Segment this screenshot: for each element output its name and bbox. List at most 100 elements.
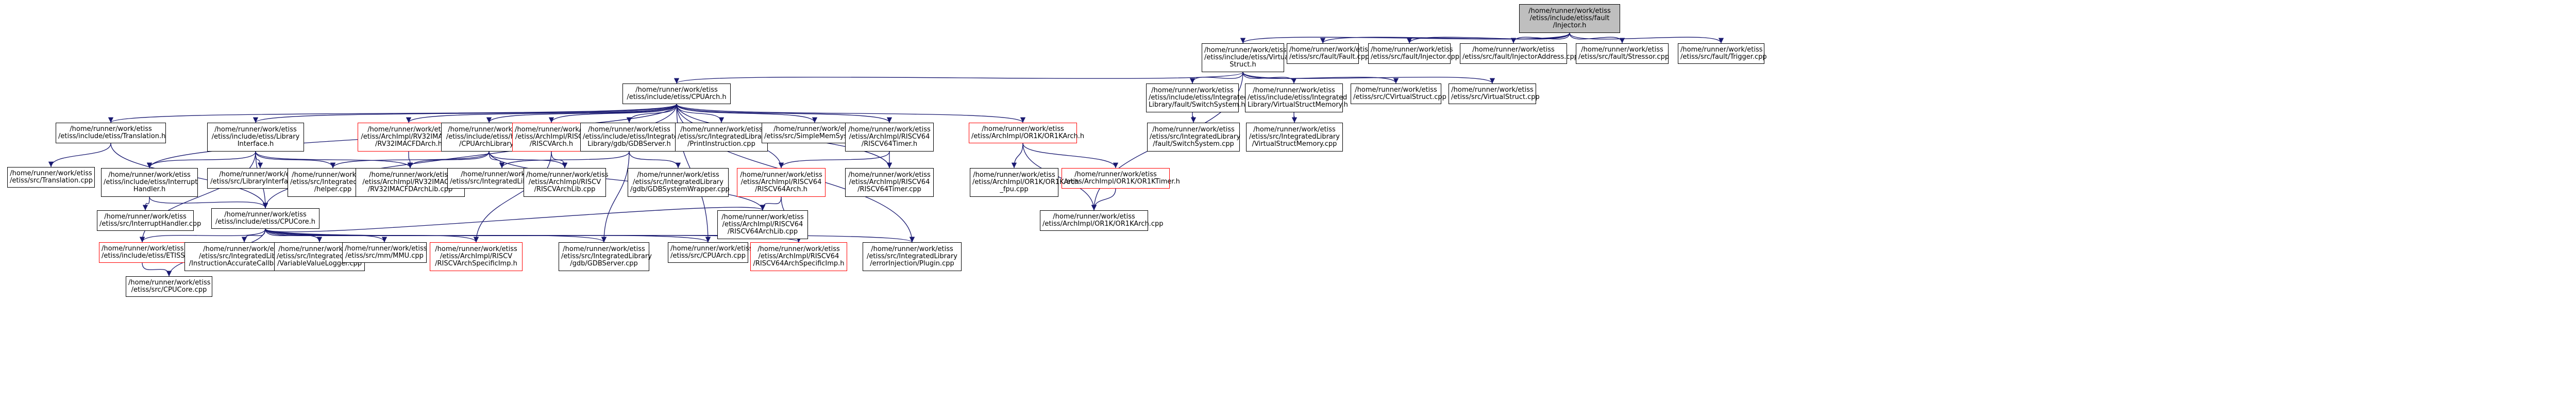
node-label-line: /home/runner/work/etiss <box>757 245 840 253</box>
graph-node-cpuarch-h[interactable]: /home/runner/work/etiss/etiss/include/et… <box>622 83 731 104</box>
graph-node-rv64timer-h[interactable]: /home/runner/work/etiss/etiss/ArchImpl/R… <box>845 123 934 152</box>
edge-riscvarch-h-to-riscvspec-cpp <box>473 151 552 243</box>
graph-node-errinj-cpp[interactable]: /home/runner/work/etiss/etiss/src/Integr… <box>863 242 962 271</box>
node-label-line: /home/runner/work/etiss <box>1371 46 1453 54</box>
node-label-line: /PrintInstruction.cpp <box>687 140 755 148</box>
edge-or1karch-h-to-or1ktimer-h <box>1022 143 1119 169</box>
graph-node-or1ktimer-h[interactable]: /home/runner/work/etiss/etiss/ArchImpl/O… <box>1062 168 1180 189</box>
graph-node-interrupt-h[interactable]: /home/runner/work/etiss/etiss/include/et… <box>101 168 198 197</box>
node-label-line: /etiss/src/CPUCore.cpp <box>131 286 207 294</box>
node-label-line: /etiss/src/IntegratedLibrary <box>1150 133 1240 141</box>
graph-node-rv64spec-h[interactable]: /home/runner/work/etiss/etiss/ArchImpl/R… <box>750 242 847 271</box>
node-label-line: /home/runner/work/etiss <box>588 126 670 133</box>
edge-vstruct-h-to-vstruct-cpp <box>1242 72 1495 84</box>
graph-node-rv32fdlib-cpp[interactable]: /home/runner/work/etiss/etiss/ArchImpl/R… <box>356 168 465 197</box>
graph-node-faultswitch-h[interactable]: /home/runner/work/etiss/etiss/include/et… <box>1146 83 1248 112</box>
edge-or1karch-h-to-or1kgpu-cpp <box>1011 143 1023 169</box>
graph-node-fault-cpp[interactable]: /home/runner/work/etiss/etiss/src/fault/… <box>1287 43 1372 64</box>
node-label-line: /home/runner/work/etiss <box>1151 87 1234 94</box>
edge-helper-h-to-rv64lib-cpp <box>489 151 766 211</box>
graph-node-or1karch-h[interactable]: /home/runner/work/etiss/etiss/ArchImpl/O… <box>969 123 1085 143</box>
graph-node-trigger-cpp[interactable]: /home/runner/work/etiss/etiss/src/fault/… <box>1678 43 1767 64</box>
graph-node-riscvspec-cpp[interactable]: /home/runner/work/etiss/etiss/ArchImpl/R… <box>430 242 523 271</box>
graph-node-gdbserver-h[interactable]: /home/runner/work/etiss/etiss/include/et… <box>580 123 682 152</box>
graph-node-gdbserver-cpp[interactable]: /home/runner/work/etiss/etiss/src/Integr… <box>559 242 652 271</box>
edge-layer <box>48 32 1724 277</box>
graph-node-stressor-cpp[interactable]: /home/runner/work/etiss/etiss/src/fault/… <box>1576 43 1669 64</box>
edge-root-to-vstruct-h <box>1240 32 1570 44</box>
edge-cpuarch-h-to-riscvarch-h <box>548 104 677 123</box>
edge-libiface-h-to-rv32fdlib-cpp <box>255 151 413 169</box>
node-label-line: /home/runner/work/etiss <box>1253 126 1336 133</box>
graph-node-vstruct-h[interactable]: /home/runner/work/etiss/etiss/include/et… <box>1202 43 1291 72</box>
node-label-line: /etiss/ArchImpl/RV32IMACFD <box>362 178 458 186</box>
graph-node-cvstruct-cpp[interactable]: /home/runner/work/etiss/etiss/src/CVirtu… <box>1351 83 1446 104</box>
graph-node-rv64lib-cpp[interactable]: /home/runner/work/etiss/etiss/ArchImpl/R… <box>717 210 808 239</box>
node-label-line: /fault/SwitchSystem.cpp <box>1153 140 1234 148</box>
node-label-line: /RISCV64Timer.cpp <box>857 186 921 193</box>
graph-node-riscvlib-cpp[interactable]: /home/runner/work/etiss/etiss/ArchImpl/R… <box>524 168 609 197</box>
graph-node-rv64arch-h[interactable]: /home/runner/work/etiss/etiss/ArchImpl/R… <box>737 168 826 197</box>
graph-node-translation-cpp[interactable]: /home/runner/work/etiss/etiss/src/Transl… <box>7 167 95 188</box>
edge-interrupt-h-to-interrupt-cpp <box>142 196 150 211</box>
node-label-line: /RISCV64ArchLib.cpp <box>727 228 798 236</box>
node-label-line: _fpu.cpp <box>1000 186 1029 193</box>
node-label-line: /home/runner/work/etiss <box>224 211 307 219</box>
node-label-line: /home/runner/work/etiss <box>1680 46 1763 54</box>
node-label-line: /VariableValueLogger.cpp <box>277 260 362 267</box>
node-label-line: /etiss/src/LibraryInterface.cpp <box>210 178 310 186</box>
node-label-line: /etiss/ArchImpl/OR1K/OR1KArch <box>972 178 1079 186</box>
graph-node-injaddr-cpp[interactable]: /home/runner/work/etiss/etiss/src/fault/… <box>1460 43 1578 64</box>
graph-node-or1kgpu-cpp[interactable]: /home/runner/work/etiss/etiss/ArchImpl/O… <box>970 168 1079 197</box>
edge-or1ktimer-h-to-or1karch-cpp <box>1091 188 1116 211</box>
node-label-line: /home/runner/work/etiss <box>1528 7 1611 15</box>
graph-node-vsmem-h[interactable]: /home/runner/work/etiss/etiss/include/et… <box>1245 83 1348 112</box>
edge-etiss-h-to-cpucore-cpp <box>142 262 172 277</box>
node-label-line: /etiss/include/etiss/Integrated <box>1248 94 1348 102</box>
node-label-line: /home/runner/work/etiss <box>635 86 718 94</box>
graph-node-faultswitch-cpp[interactable]: /home/runner/work/etiss/etiss/src/Integr… <box>1147 123 1240 152</box>
node-label-line: Struct.h <box>1230 61 1256 69</box>
graph-node-vsmem-cpp[interactable]: /home/runner/work/etiss/etiss/src/Integr… <box>1246 123 1343 152</box>
node-label-line: /etiss/src/IntegratedLibrary <box>199 253 290 260</box>
graph-node-or1karch-cpp[interactable]: /home/runner/work/etiss/etiss/ArchImpl/O… <box>1040 210 1164 231</box>
graph-node-vstruct-cpp[interactable]: /home/runner/work/etiss/etiss/src/Virtua… <box>1449 83 1540 104</box>
node-label-line: /Injector.h <box>1553 22 1587 29</box>
graph-node-cpucore-h[interactable]: /home/runner/work/etiss/etiss/include/et… <box>211 208 319 229</box>
node-label-line: /etiss/src/IntegratedLibrary <box>867 253 957 260</box>
node-label-line: /etiss/ArchImpl/RISCV <box>440 253 513 260</box>
graph-node-cpuarch-cpp[interactable]: /home/runner/work/etiss/etiss/src/CPUArc… <box>668 242 753 263</box>
graph-node-instracc-cpp[interactable]: /home/runner/work/etiss/etiss/src/Integr… <box>184 242 304 271</box>
graph-node-mmu-cpp[interactable]: /home/runner/work/etiss/etiss/src/mm/MMU… <box>342 242 427 263</box>
node-label-line: /etiss/src/IntegratedLibrary <box>1249 133 1340 141</box>
node-label-line: /etiss/src/fault/Stressor.cpp <box>1578 53 1670 61</box>
edge-cpuarch-h-to-helper-h <box>486 104 677 123</box>
node-label-line: /etiss/ArchImpl/RISCV64 <box>722 221 803 228</box>
graph-node-cpucore-cpp[interactable]: /home/runner/work/etiss/etiss/src/CPUCor… <box>126 276 212 297</box>
node-label-line: /RISCVArch.h <box>529 140 574 148</box>
graph-node-etiss-h[interactable]: /home/runner/work/etiss/etiss/include/et… <box>99 242 191 263</box>
node-label-line: /home/runner/work/etiss <box>461 171 543 178</box>
graph-node-injector-cpp[interactable]: /home/runner/work/etiss/etiss/src/fault/… <box>1368 43 1459 64</box>
graph-node-interrupt-cpp[interactable]: /home/runner/work/etiss/etiss/src/Interr… <box>97 210 201 231</box>
node-label-line: /home/runner/work/etiss <box>773 125 856 133</box>
graph-node-translation-h[interactable]: /home/runner/work/etiss/etiss/include/et… <box>56 123 166 143</box>
node-label-line: /home/runner/work/etiss <box>219 171 301 178</box>
graph-node-rv64timer-cpp[interactable]: /home/runner/work/etiss/etiss/ArchImpl/R… <box>845 168 934 197</box>
node-label-line: /etiss/ArchImpl/RISCV <box>528 178 601 186</box>
node-label-line: /home/runner/work/etiss <box>369 171 451 179</box>
node-label-line: /etiss/src/IntegratedLibrary <box>678 133 768 141</box>
node-label-line: /InstructionAccurateCallback.cpp <box>189 260 300 267</box>
node-label-line: /etiss/ArchImpl/OR1K/OR1KArch.cpp <box>1042 220 1164 228</box>
graph-node-libiface-h[interactable]: /home/runner/work/etiss/etiss/include/et… <box>207 123 304 152</box>
node-label-line: /home/runner/work/etiss <box>102 245 184 253</box>
graph-node-printinstr-cpp[interactable]: /home/runner/work/etiss/etiss/src/Integr… <box>675 123 768 152</box>
graph-node-gdbwrap-cpp[interactable]: /home/runner/work/etiss/etiss/src/Integr… <box>628 168 730 197</box>
node-label-line: /home/runner/work/etiss <box>973 171 1055 179</box>
edge-cpuarch-h-to-or1karch-h <box>676 104 1025 123</box>
graph-node-root[interactable]: /home/runner/work/etiss/etiss/include/et… <box>1519 4 1620 33</box>
edge-gdbserver-h-to-gdbwrap-cpp <box>629 151 681 169</box>
node-label-line: /home/runner/work/etiss <box>70 125 152 133</box>
node-label-line: /etiss/ArchImpl/OR1K/OR1KArch.h <box>971 132 1085 140</box>
graph-node-riscvarch-h[interactable]: /home/runner/work/etiss/etiss/ArchImpl/R… <box>512 123 597 152</box>
